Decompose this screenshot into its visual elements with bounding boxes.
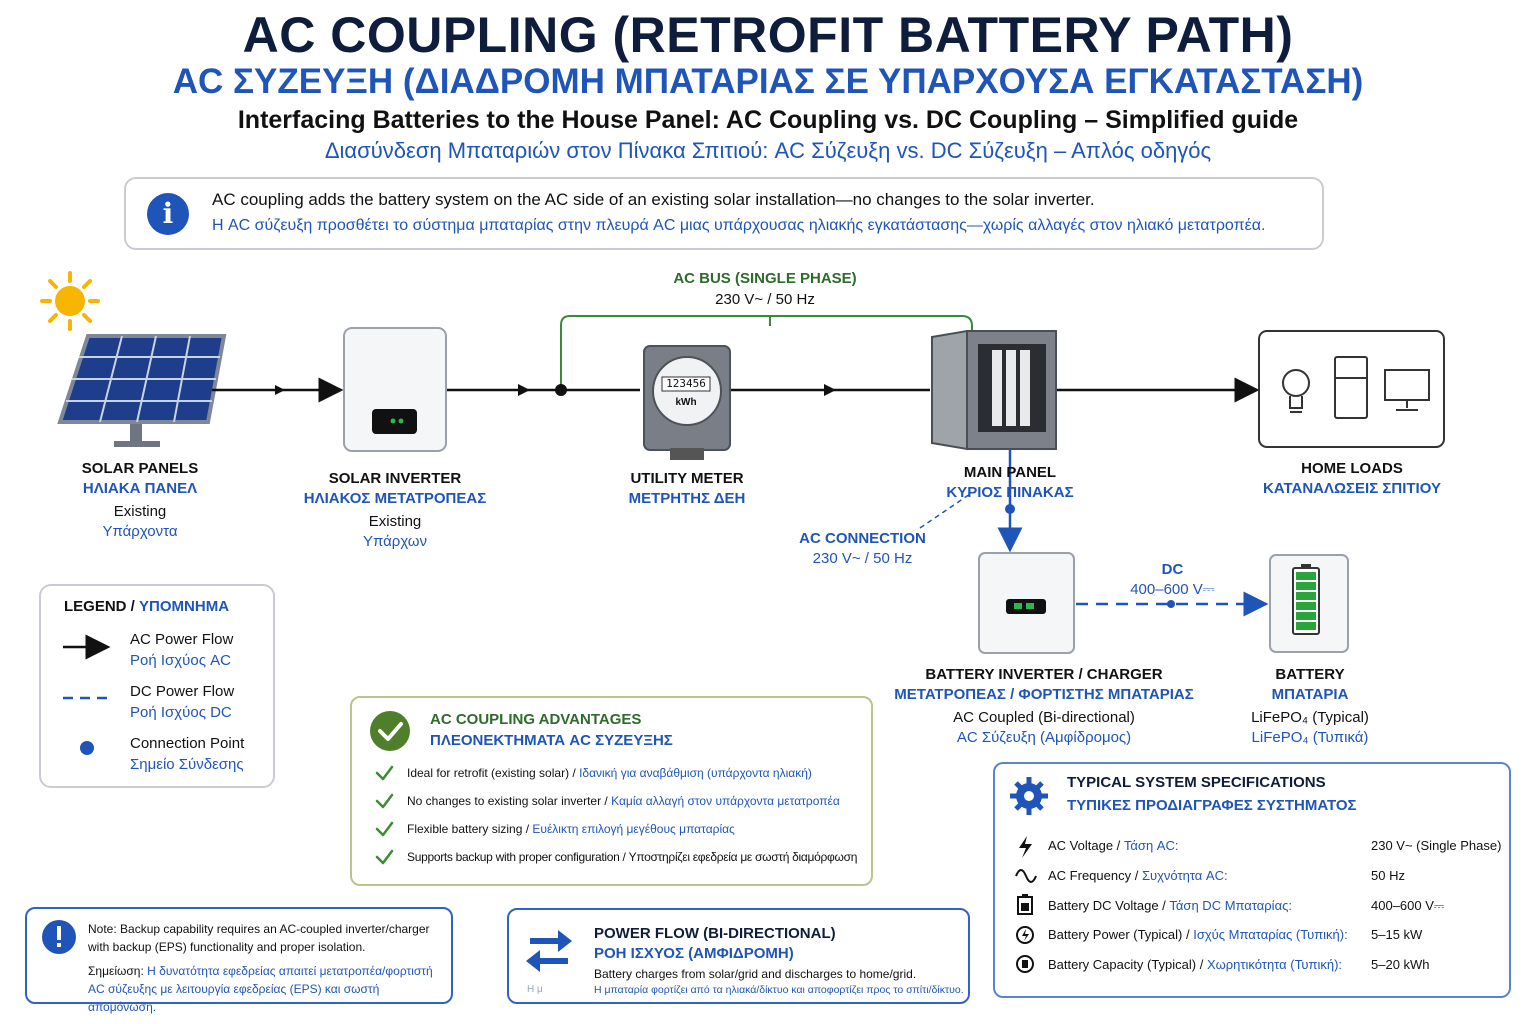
meter-display: 123456 (666, 377, 706, 390)
sun-icon (40, 271, 100, 331)
spec-row-value: 5–15 kW (1371, 927, 1423, 942)
advantages-box (350, 696, 873, 886)
advantage-item: Flexible battery sizing / Ευέλικτη επιλο… (407, 822, 735, 836)
check-circle-icon (370, 711, 410, 751)
solar-panels-label: SOLAR PANELS ΗΛΙΑΚΑ ΠΑΝΕΛ Existing Υπάρχ… (81, 460, 199, 540)
solar-inverter-label: SOLAR INVERTER ΗΛΙΑΚΟΣ ΜΕΤΑΤΡΟΠΕΑΣ Exist… (303, 470, 487, 550)
power-flow-box (507, 908, 970, 1004)
battery-inverter-icon (978, 552, 1075, 654)
legend-dot (80, 741, 94, 755)
meter-unit: kWh (675, 397, 697, 408)
battery-small-icon (1017, 894, 1033, 915)
page-title-greek: AC ΣΥΖΕΥΞΗ (ΔΙΑΔΡΟΜΗ ΜΠΑΤΑΡΙΑΣ ΣΕ ΥΠΑΡΧΟ… (172, 62, 1364, 101)
legend-item-ac: AC Power Flow Ροή Ισχύος AC (130, 631, 234, 669)
connection-point-dot (555, 384, 567, 396)
ac-bus-label: AC BUS (SINGLE PHASE) (673, 270, 857, 287)
note-text: Note: Backup capability requires an AC-c… (88, 922, 430, 954)
legend-item-dc: DC Power Flow Ροή Ισχύος DC (130, 683, 235, 721)
battery-unit-icon (1269, 554, 1349, 653)
specifications-title: TYPICAL SYSTEM SPECIFICATIONS (1067, 774, 1326, 791)
main-panel-icon (931, 329, 1057, 451)
power-icon (1016, 926, 1034, 944)
main-panel-label: MAIN PANEL ΚΥΡΙΟΣ ΠΙΝΑΚΑΣ (946, 464, 1074, 501)
check-icons (375, 765, 394, 865)
info-banner (124, 177, 1324, 250)
page-title: AC COUPLING (RETROFIT BATTERY PATH) (242, 7, 1294, 63)
gear-icon (1010, 777, 1048, 815)
page-subtitle-greek: Διασύνδεση Μπαταριών στον Πίνακα Σπιτιού… (324, 138, 1212, 163)
info-text-greek: Η AC σύζευξη προσθέτει το σύστημα μπαταρ… (212, 217, 1266, 234)
solar-inverter-icon (343, 327, 447, 452)
spec-row-label: Battery Power (Typical) / Ισχύς Μπαταρία… (1048, 927, 1348, 942)
power-flow-text: Battery charges from solar/grid and disc… (594, 967, 917, 981)
advantage-item: Supports backup with proper configuratio… (407, 850, 858, 864)
dc-link-label: DC 400–600 V⎓ (1130, 561, 1215, 598)
ac-connection-label: AC CONNECTION 230 V~ / 50 Hz (799, 530, 926, 567)
ac-bus-line (560, 315, 973, 390)
advantage-item: Ideal for retrofit (existing solar) / Ιδ… (407, 766, 812, 780)
info-text: AC coupling adds the battery system on t… (212, 190, 1095, 209)
advantage-item: No changes to existing solar inverter / … (407, 794, 840, 808)
power-flow-title-greek: ΡΟΗ ΙΣΧΥΟΣ (ΑΜΦΙΔΡΟΜΗ) (594, 945, 794, 962)
spec-row-label: AC Voltage / Τάση AC: (1048, 838, 1179, 853)
spec-row-label: AC Frequency / Συχνότητα AC: (1048, 868, 1228, 883)
bidirectional-arrows-icon (526, 930, 572, 972)
spec-row-value: 50 Hz (1371, 868, 1405, 883)
specifications-title-greek: ΤΥΠΙΚΕΣ ΠΡΟΔΙΑΓΡΑΦΕΣ ΣΥΣΤΗΜΑΤΟΣ (1067, 797, 1357, 814)
light-bulb-icon (1282, 369, 1310, 413)
utility-meter-icon (643, 345, 731, 460)
page-subtitle: Interfacing Batteries to the House Panel… (237, 106, 1299, 134)
power-flow-text-greek: Η μπαταρία φορτίζει από τα ηλιακά/δίκτυο… (594, 984, 964, 996)
legend-item-connection: Connection Point Σημείο Σύνδεσης (130, 735, 245, 773)
solar-panel-icon (57, 334, 227, 447)
note-text-greek: Σημείωση: Η δυνατότητα εφεδρείας απαιτεί… (88, 964, 433, 1014)
advantages-title: AC COUPLING ADVANTAGES (430, 711, 642, 728)
advantages-title-greek: ΠΛΕΟΝΕΚΤΗΜΑΤΑ AC ΣΥΖΕΥΞΗΣ (430, 732, 673, 749)
monitor-icon (1384, 369, 1430, 411)
legend-title: LEGEND / ΥΠΟΜΝΗΜΑ (64, 598, 230, 615)
spec-row-label: Battery DC Voltage / Τάση DC Μπαταρίας: (1048, 898, 1292, 913)
note-box (25, 907, 453, 1004)
power-flow-stray-text: Η μ (527, 984, 543, 995)
battery-label: BATTERY ΜΠΑΤΑΡΙΑ LiFePO₄ (Typical) LiFeP… (1251, 666, 1369, 746)
spec-row-value: 230 V~ (Single Phase) (1371, 838, 1502, 853)
sine-wave-icon (1015, 869, 1037, 883)
power-flow-title: POWER FLOW (BI-DIRECTIONAL) (594, 925, 836, 942)
bolt-icon (1019, 836, 1032, 858)
info-icon: i (147, 193, 189, 235)
spec-row-value: 400–600 V⎓ (1371, 898, 1445, 913)
home-loads-box (1258, 330, 1445, 448)
battery-inverter-label: BATTERY INVERTER / CHARGER ΜΕΤΑΤΡΟΠΕΑΣ /… (894, 666, 1194, 746)
specifications-box (993, 762, 1511, 998)
legend-box (39, 584, 275, 788)
refrigerator-icon (1334, 356, 1368, 419)
home-loads-label: HOME LOADS ΚΑΤΑΝΑΛΩΣΕΙΣ ΣΠΙΤΙΟΥ (1263, 460, 1441, 497)
spec-row-value: 5–20 kWh (1371, 957, 1430, 972)
ac-bus-spec: 230 V~ / 50 Hz (715, 291, 815, 308)
spec-row-label: Battery Capacity (Typical) / Χωρητικότητ… (1048, 957, 1343, 972)
capacity-icon (1016, 955, 1034, 973)
utility-meter-label: UTILITY METER ΜΕΤΡΗΤΗΣ ΔΕΗ (628, 470, 746, 507)
